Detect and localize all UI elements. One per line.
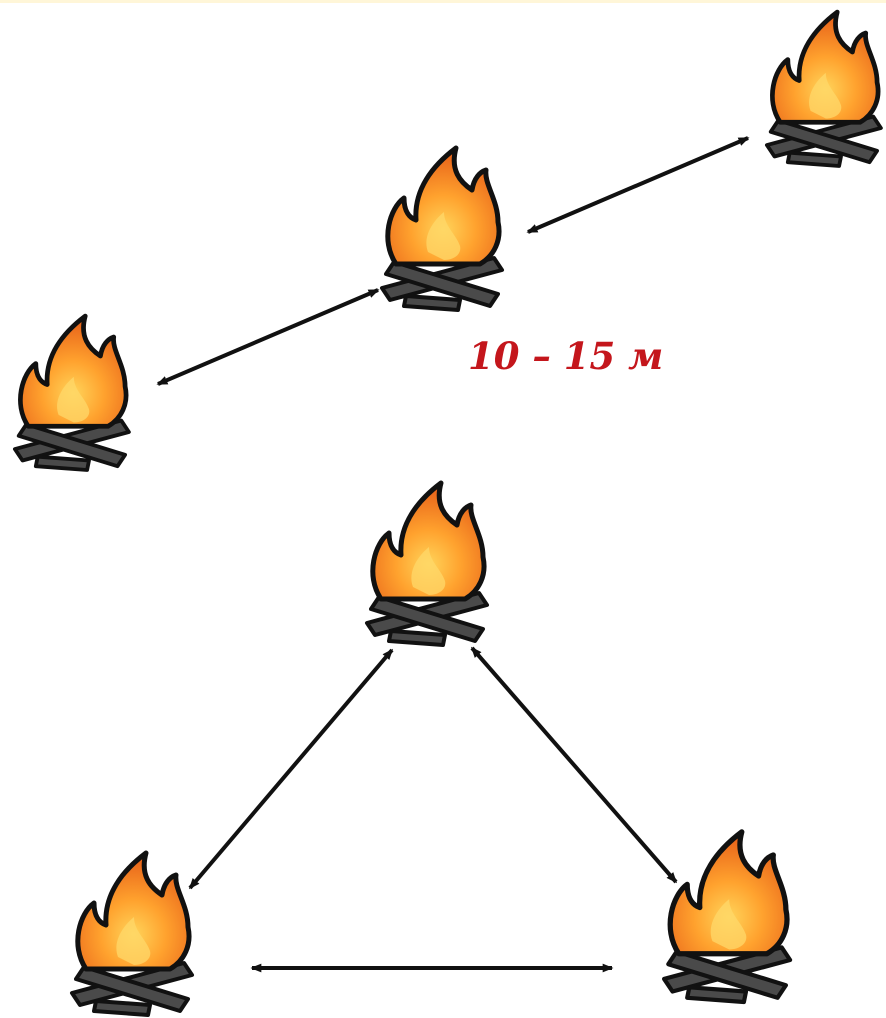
campfire-icon: [367, 483, 487, 645]
double-arrow-icon: [526, 136, 750, 234]
campfire-icon: [664, 832, 790, 1002]
double-arrow-icon: [470, 646, 678, 884]
campfire-icon: [767, 12, 881, 166]
campfire-icon: [72, 853, 192, 1015]
distance-label: 10 – 15 м: [468, 334, 664, 378]
double-arrow-icon: [188, 648, 394, 890]
top-border-strip: [0, 0, 886, 3]
campfire-icon: [15, 316, 129, 470]
double-arrow-icon: [156, 288, 380, 386]
campfire-icon: [382, 148, 502, 310]
